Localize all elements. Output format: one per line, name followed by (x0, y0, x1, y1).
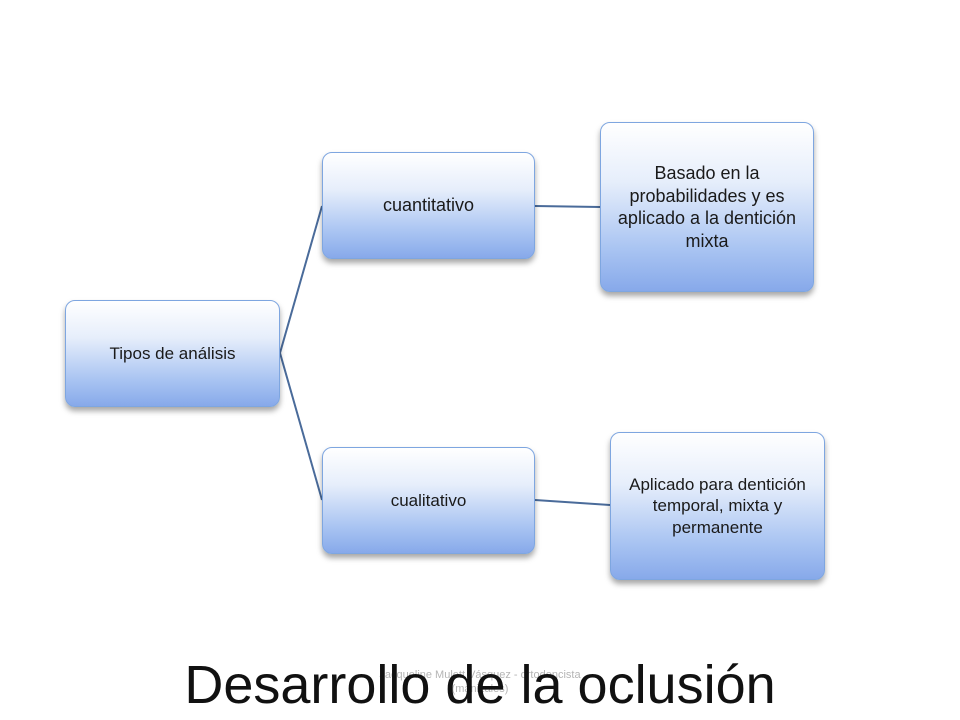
connector-cualitativo-detail (534, 499, 611, 506)
footer-credit: Jacqueline Mulett Vásquez - ortodoncista… (0, 668, 960, 696)
connector-cuantitativo-detail (534, 205, 601, 208)
branch-node-cualitativo: cualitativo (322, 447, 535, 554)
branch-node-cuantitativo: cuantitativo (322, 152, 535, 259)
connector-root-cuantitativo (279, 205, 323, 354)
footer-line-city: (manizales) (451, 683, 509, 695)
branch-node-label: cuantitativo (382, 195, 475, 216)
detail-node-label: Basado en la probabilidades y es aplicad… (617, 163, 797, 251)
branch-node-label: cualitativo (390, 490, 467, 510)
root-node-label: Tipos de análisis (109, 343, 236, 363)
root-node: Tipos de análisis (65, 300, 280, 407)
detail-node-cuantitativo: Basado en la probabilidades y es aplicad… (600, 122, 814, 292)
connector-root-cualitativo (279, 352, 323, 501)
footer-line-author: Jacqueline Mulett Vásquez - ortodoncista (379, 669, 581, 681)
detail-node-cualitativo: Aplicado para dentición temporal, mixta … (610, 432, 825, 580)
detail-node-label: Aplicado para dentición temporal, mixta … (629, 475, 806, 537)
slide-title: Desarrollo de la oclusión (184, 655, 776, 715)
